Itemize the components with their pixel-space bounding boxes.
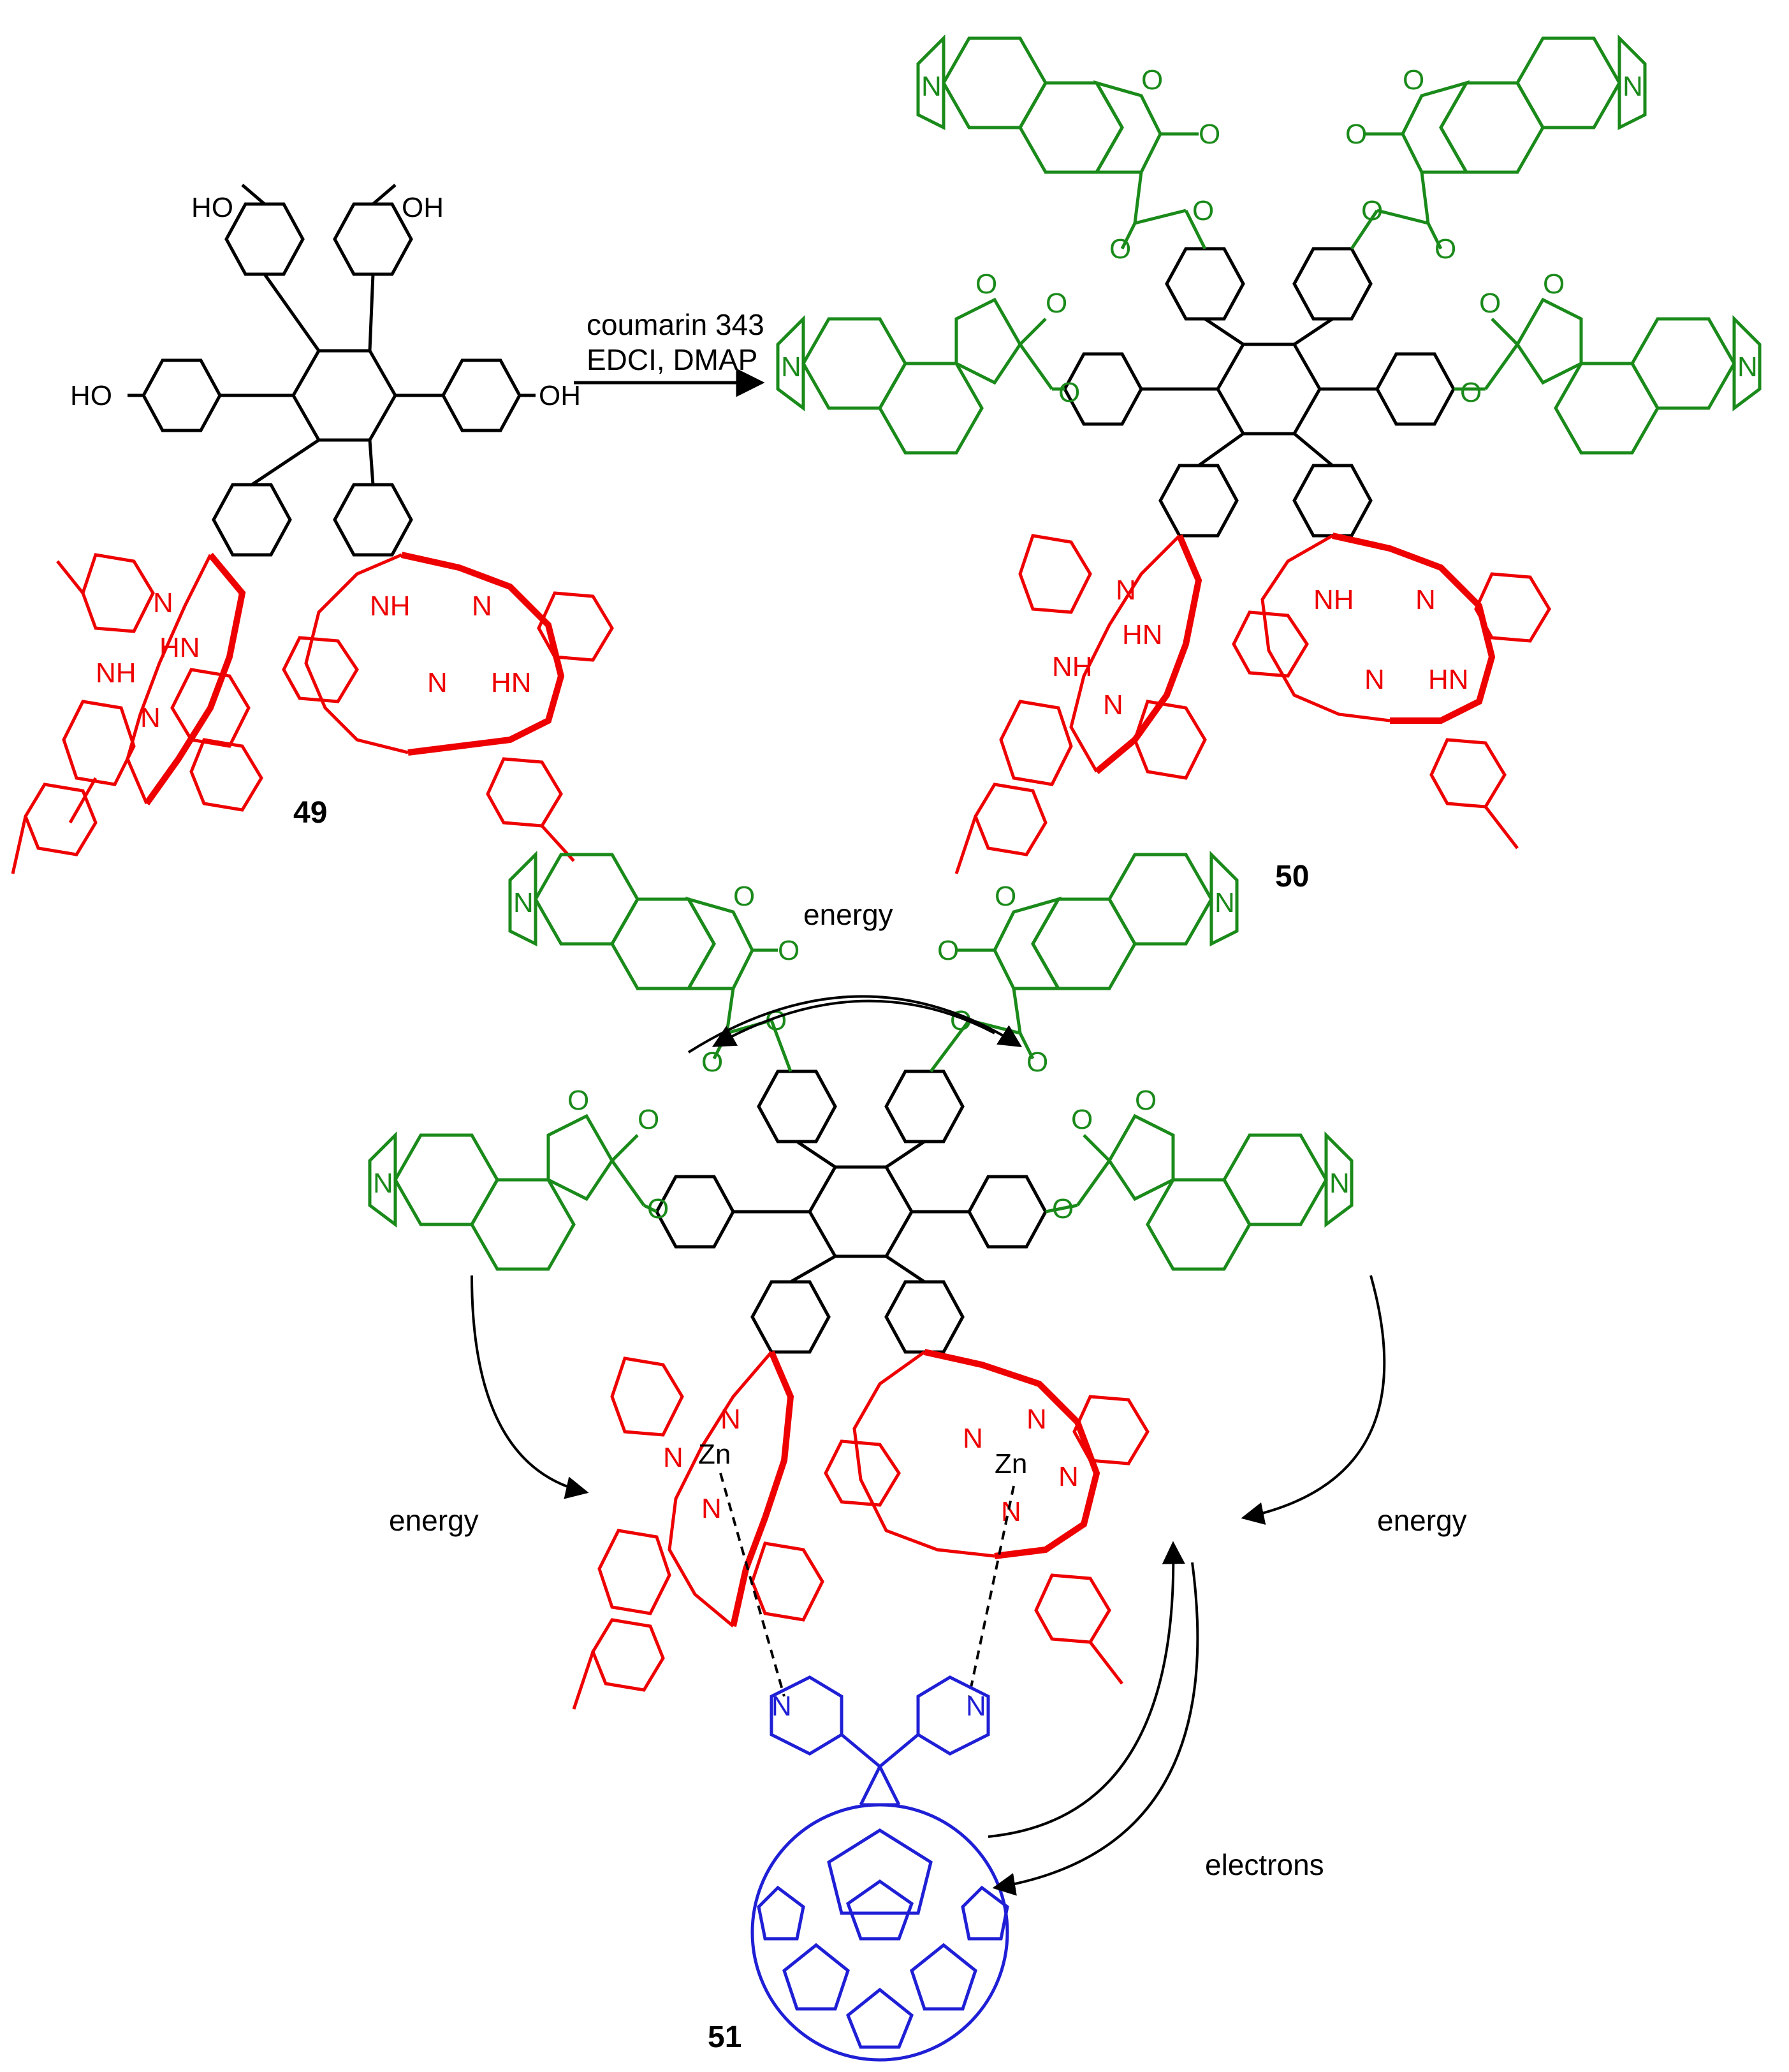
nitrogen-label: N (771, 1691, 792, 1722)
bipyridyl-fullerene (750, 1675, 1009, 2062)
energy-label-left: energy (389, 1504, 479, 1537)
oxygen-label: O (778, 935, 800, 966)
oxygen-label: O (1345, 119, 1367, 150)
oxygen-label: O (937, 935, 959, 966)
nitrogen-label: N (1103, 689, 1123, 721)
oxygen-label: O (733, 881, 755, 912)
oxygen-label: O (1403, 64, 1424, 96)
amine-label: NH (1052, 651, 1093, 682)
amine-label: NH (1313, 584, 1354, 615)
amine-label: HN (1428, 664, 1469, 695)
compound-51: N O O O O N O O O O N O O O N O O O (368, 850, 1354, 2062)
compound-label-49: 49 (293, 796, 327, 830)
nitrogen-label: N (1737, 351, 1758, 383)
nitrogen-label: N (781, 351, 801, 383)
oxygen-label: O (1026, 1047, 1048, 1078)
oxygen-label: O (1058, 377, 1080, 408)
hexaphenylbenzene-core-51 (655, 1069, 1048, 1354)
energy-label-right: energy (1377, 1504, 1467, 1537)
hydroxyl-label: OH (402, 192, 444, 223)
nitrogen-label: N (663, 1442, 683, 1473)
compound-label-50: 50 (1275, 860, 1309, 893)
zinc-label: Zn (698, 1439, 731, 1470)
hexaphenylbenzene-core-49 (128, 184, 536, 557)
compound-label-51: 51 (708, 2020, 741, 2054)
hexaphenylbenzene-core-50 (1063, 247, 1456, 538)
oxygen-label: O (1192, 195, 1214, 226)
nitrogen-label: N (427, 667, 448, 698)
oxygen-label: O (1109, 233, 1131, 265)
oxygen-label: O (975, 268, 997, 300)
porphyrin-left-49 (11, 552, 263, 874)
oxygen-label: O (1199, 119, 1220, 150)
nitrogen-label: N (921, 71, 942, 102)
reagent-line-1: coumarin 343 (587, 308, 764, 341)
nitrogen-label: N (1058, 1461, 1079, 1492)
nitrogen-label: N (513, 887, 534, 918)
nitrogen-label: N (153, 587, 173, 619)
amine-label: HN (159, 632, 200, 663)
oxygen-label: O (995, 881, 1016, 912)
oxygen-label: O (567, 1085, 589, 1116)
reagent-line-2: EDCI, DMAP (587, 343, 757, 376)
nitrogen-label: N (1329, 1168, 1350, 1199)
oxygen-label: O (638, 1104, 659, 1135)
hydroxyl-label: HO (191, 192, 233, 223)
porphyrins-50 (954, 533, 1551, 874)
nitrogen-label: N (1001, 1496, 1021, 1527)
nitrogen-label: N (373, 1168, 393, 1199)
electrons-label: electrons (1205, 1848, 1324, 1881)
oxygen-label: O (1052, 1193, 1074, 1224)
amine-label: NH (370, 591, 411, 622)
nitrogen-label: N (1623, 71, 1643, 102)
oxygen-label: O (647, 1193, 669, 1224)
oxygen-label: O (1435, 233, 1456, 265)
hydroxyl-label: OH (539, 380, 581, 411)
oxygen-label: O (1046, 288, 1067, 319)
nitrogen-label: N (140, 702, 161, 733)
oxygen-label: O (1361, 195, 1383, 226)
hydroxyl-label: HO (70, 380, 112, 411)
zinc-label: Zn (995, 1448, 1027, 1480)
nitrogen-label: N (1116, 575, 1136, 606)
amine-label: HN (491, 667, 532, 698)
nitrogen-label: N (1026, 1404, 1047, 1435)
nitrogen-label: N (472, 591, 492, 622)
coumarin-arms-51 (368, 850, 1354, 1271)
process-arrows (471, 995, 1386, 1896)
nitrogen-label: N (701, 1493, 722, 1524)
coordination-bonds (719, 1473, 1015, 1697)
oxygen-label: O (1460, 377, 1482, 408)
nitrogen-label: N (963, 1423, 983, 1454)
energy-label-top: energy (803, 898, 893, 931)
oxygen-label: O (1479, 288, 1501, 319)
zinc-porphyrins-51 (572, 1349, 1150, 1710)
oxygen-label: O (701, 1047, 723, 1078)
oxygen-label: O (1543, 268, 1565, 300)
compound-49: HO OH HO OH N HN NH N NH N (11, 184, 614, 874)
oxygen-label: O (1135, 1085, 1157, 1116)
nitrogen-label: N (1364, 664, 1385, 695)
porphyrin-right-49 (282, 552, 614, 862)
oxygen-label: O (1141, 64, 1163, 96)
nitrogen-label: N (966, 1691, 986, 1722)
amine-label: HN (1122, 619, 1163, 650)
oxygen-label: O (1071, 1104, 1093, 1135)
coumarin-arms-50 (776, 34, 1762, 455)
nitrogen-label: N (720, 1404, 741, 1435)
nitrogen-label: N (1415, 584, 1436, 615)
compound-50: N O O O O N O O O O N O O O N O O O (776, 34, 1762, 893)
nitrogen-label: N (1215, 887, 1235, 918)
reaction-arrow: coumarin 343 EDCI, DMAP (574, 308, 765, 397)
amine-label: NH (96, 658, 136, 689)
